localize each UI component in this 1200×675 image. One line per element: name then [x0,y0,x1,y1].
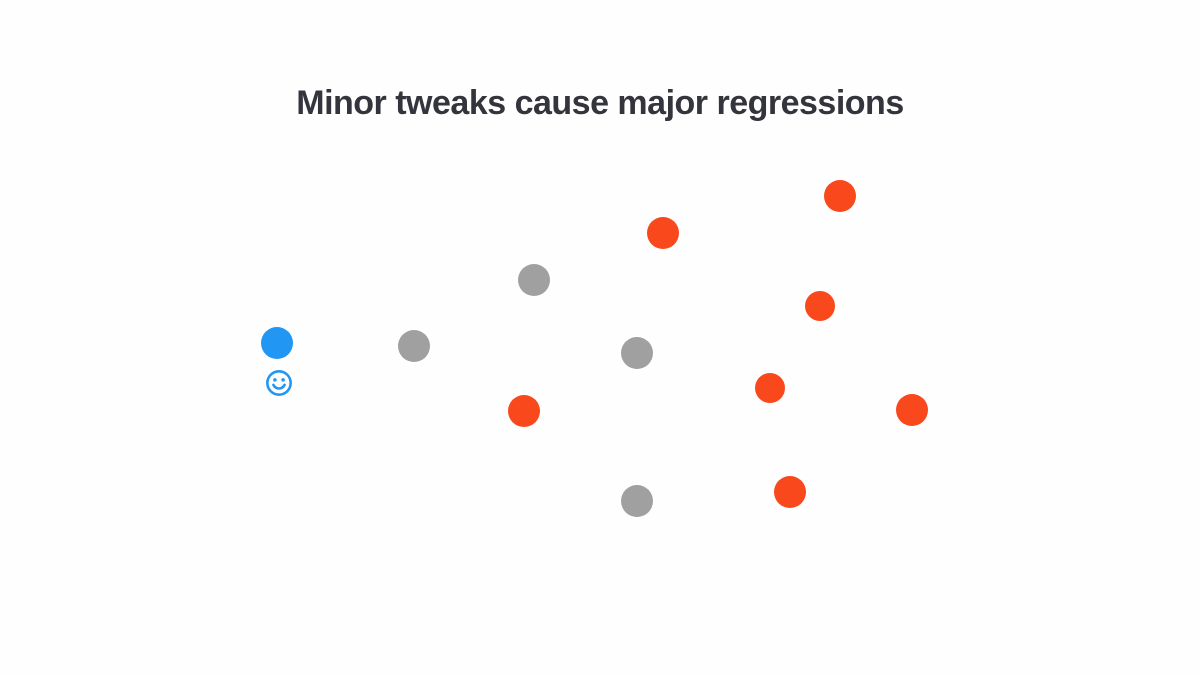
dot-red [774,476,806,508]
dot-red [805,291,835,321]
smiley-face-icon [265,369,293,397]
dot-gray [398,330,430,362]
dot-gray [518,264,550,296]
dot-red [508,395,540,427]
dot-red [896,394,928,426]
page-title: Minor tweaks cause major regressions [296,84,904,122]
dot-gray [621,485,653,517]
dot-red [755,373,785,403]
dot-gray [621,337,653,369]
dot-blue [261,327,293,359]
dot-red [647,217,679,249]
dot-red [824,180,856,212]
